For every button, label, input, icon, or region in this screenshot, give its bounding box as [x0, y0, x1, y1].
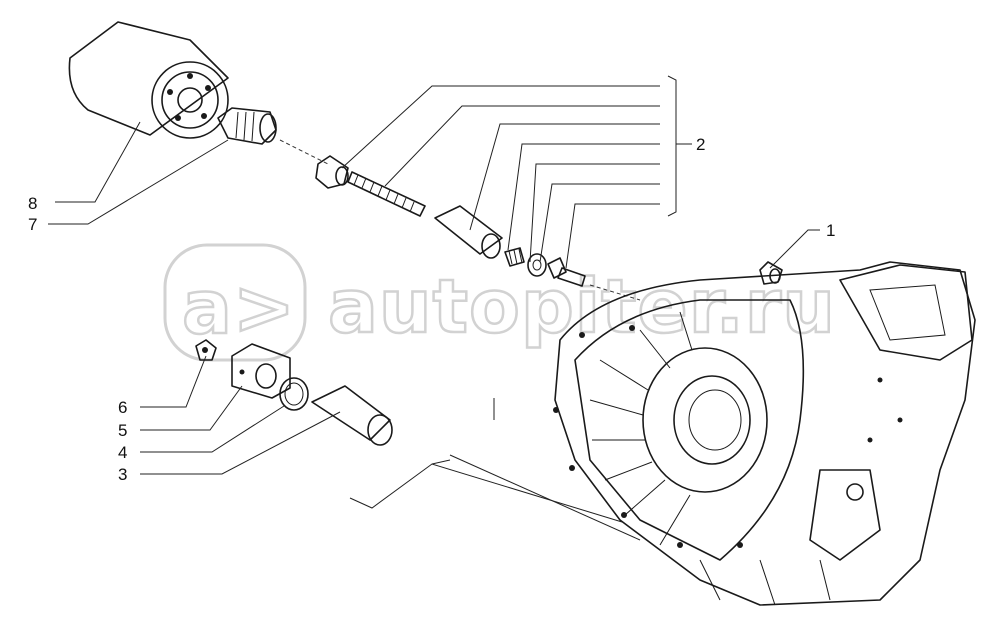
oil-filter-cartridge — [68, 21, 229, 139]
callout-2: 2 — [696, 135, 705, 154]
leader-lines — [48, 75, 820, 541]
callout-5: 5 — [118, 421, 127, 440]
valve-spring-small — [504, 247, 525, 267]
watermark-logo-text: a> — [182, 265, 296, 351]
cover-plate — [231, 343, 291, 399]
watermark: a> autopiter.ru — [163, 243, 836, 362]
assembly-axis-upper — [279, 139, 331, 166]
callouts: 8 7 2 1 6 5 4 3 — [28, 135, 835, 484]
callout-6: 6 — [118, 398, 127, 417]
cover-bolt — [195, 339, 217, 361]
watermark-text: autopiter.ru — [328, 264, 836, 350]
callout-3: 3 — [118, 465, 127, 484]
threaded-fitting — [217, 107, 277, 145]
callout-1: 1 — [826, 221, 835, 240]
callout-8: 8 — [28, 194, 37, 213]
o-ring — [279, 377, 309, 411]
transmission-housing — [553, 261, 976, 606]
valve-bolt — [547, 257, 586, 287]
valve-spring-long — [347, 171, 426, 217]
assembly-axis-lower — [589, 284, 641, 301]
valve-washer — [527, 253, 547, 277]
watermark-logo-frame — [163, 243, 307, 362]
callout-4: 4 — [118, 443, 127, 462]
callout-7: 7 — [28, 215, 37, 234]
valve-sleeve — [434, 205, 503, 259]
valve-nut — [315, 155, 349, 189]
filter-sleeve — [311, 385, 393, 446]
